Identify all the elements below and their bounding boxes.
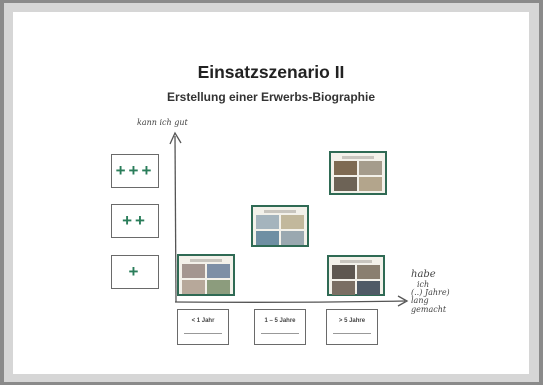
- photo-card: [327, 255, 385, 296]
- year-card-under-1: < 1 Jahr: [177, 309, 229, 345]
- skill-card-one-plus: +: [111, 255, 159, 289]
- y-axis-label: kann ich gut: [137, 118, 188, 127]
- x-axis-label-line: habe: [411, 269, 436, 280]
- skill-card-three-plus: +++: [111, 154, 159, 188]
- x-axis-label-line: ich: [417, 279, 430, 289]
- photo-card: [251, 205, 309, 247]
- slide-title: Einsatzszenario II: [197, 62, 345, 82]
- slide: Einsatzszenario II Erstellung einer Erwe…: [13, 12, 529, 374]
- x-axis-label-line: lang: [411, 296, 429, 306]
- year-card-line: [261, 333, 299, 334]
- year-card-label: > 5 Jahre: [338, 318, 366, 324]
- year-card-1-5: 1 – 5 Jahre: [254, 309, 306, 345]
- axes: [169, 131, 409, 307]
- year-card-over-5: > 5 Jahre: [326, 309, 378, 345]
- slide-subtitle: Erstellung einer Erwerbs-Biographie: [166, 90, 376, 104]
- year-card-line: [184, 333, 222, 334]
- photo-card: [329, 151, 387, 195]
- year-card-label: 1 – 5 Jahre: [264, 318, 296, 324]
- photo-card: [177, 254, 235, 296]
- x-axis-label-line: (..) Jahre): [411, 287, 450, 297]
- x-axis-label: habe ich (..) Jahre) lang gemacht: [411, 269, 457, 314]
- year-card-line: [333, 333, 371, 334]
- year-card-label: < 1 Jahr: [191, 318, 215, 324]
- x-axis-label-line: gemacht: [411, 304, 447, 314]
- skill-card-two-plus: ++: [111, 204, 159, 238]
